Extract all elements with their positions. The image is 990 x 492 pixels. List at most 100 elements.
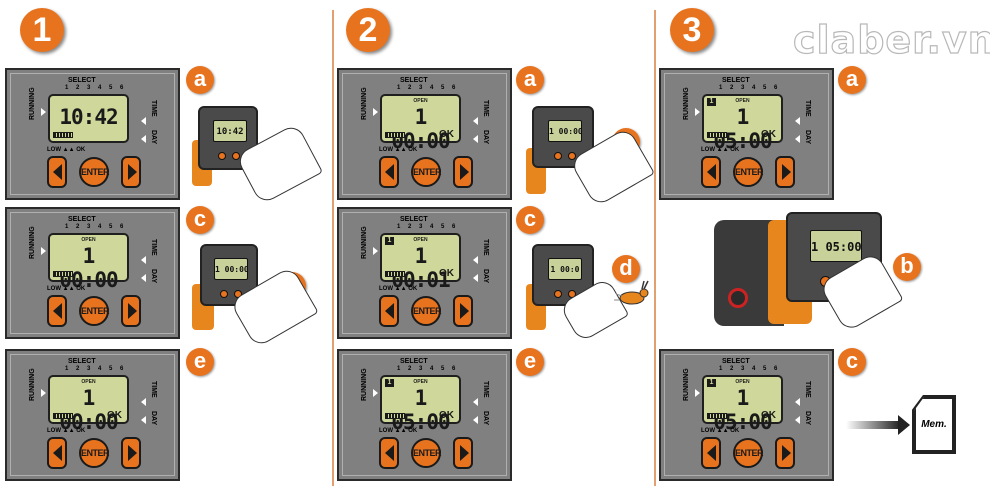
lcd-open-label: OPEN: [413, 237, 428, 243]
right-arrow-button[interactable]: [453, 437, 473, 469]
device-lcd: 1 05:00: [810, 230, 862, 262]
panel-frame: [10, 73, 175, 195]
controller-panel-3a: SELECT 1 2 3 4 5 6 1 OPEN 1 05:00 OK RUN…: [659, 68, 834, 200]
left-arrow-button[interactable]: [379, 156, 399, 188]
running-indicator-icon: [695, 389, 700, 397]
running-label: RUNNING: [29, 226, 36, 259]
enter-button[interactable]: ENTER: [733, 438, 764, 468]
left-arrow-button[interactable]: [379, 295, 399, 327]
enter-button[interactable]: ENTER: [411, 438, 442, 468]
right-arrow-button[interactable]: [121, 295, 141, 327]
label-2d: d: [612, 255, 640, 283]
running-label: RUNNING: [361, 226, 368, 259]
time-label: TIME: [150, 239, 157, 256]
day-indicator-icon: [473, 135, 478, 143]
step-number-2: 2: [346, 8, 390, 52]
label-2a: a: [516, 66, 544, 94]
day-indicator-icon: [473, 274, 478, 282]
device-photo-2d: 1 00:0: [526, 240, 650, 344]
battery-icon: [385, 413, 405, 419]
left-arrow-button[interactable]: [47, 295, 67, 327]
device-body: 1 00:0: [532, 244, 594, 306]
lcd-channel: 1: [385, 237, 394, 245]
running-indicator-icon: [41, 389, 46, 397]
time-label: TIME: [804, 100, 811, 117]
day-label: DAY: [482, 269, 489, 284]
controller-panel-3c: SELECT 1 2 3 4 5 6 1 OPEN 1 05:00 OK RUN…: [659, 349, 834, 481]
device-button: [568, 152, 576, 160]
right-arrow-button[interactable]: [775, 437, 795, 469]
time-indicator-icon: [473, 256, 478, 264]
time-indicator-icon: [141, 398, 146, 406]
arrow-icon: [846, 421, 900, 429]
right-arrow-button[interactable]: [121, 156, 141, 188]
device-lcd: 1 00:00: [548, 120, 582, 142]
enter-button[interactable]: ENTER: [411, 296, 442, 326]
controller-panel-2a: SELECT 1 2 3 4 5 6 OPEN 1 00:00 OK RUNNI…: [337, 68, 512, 200]
running-label: RUNNING: [683, 368, 690, 401]
memory-card-icon: Mem.: [914, 397, 954, 452]
running-label: RUNNING: [361, 368, 368, 401]
lcd-channel: 1: [385, 379, 394, 387]
select-label: SELECT: [68, 77, 96, 84]
low-ok-label: LOW ▲▲ OK: [47, 147, 86, 153]
channel-numbers: 1 2 3 4 5 6: [397, 85, 459, 91]
low-ok-label: LOW ▲▲ OK: [47, 286, 86, 292]
enter-button[interactable]: ENTER: [79, 157, 110, 187]
label-1c: c: [186, 206, 214, 234]
select-label: SELECT: [68, 216, 96, 223]
brand-logo: claber.vn: [792, 17, 990, 62]
label-1e: e: [186, 348, 214, 376]
panel-frame: [342, 354, 507, 476]
left-arrow-button[interactable]: [379, 437, 399, 469]
day-label: DAY: [150, 130, 157, 145]
day-label: DAY: [482, 411, 489, 426]
day-indicator-icon: [141, 274, 146, 282]
day-indicator-icon: [473, 416, 478, 424]
enter-button[interactable]: ENTER: [733, 157, 764, 187]
channel-numbers: 1 2 3 4 5 6: [397, 366, 459, 372]
low-ok-label: LOW ▲▲ OK: [379, 147, 418, 153]
device-photo-3b: 1 05:00: [712, 208, 904, 336]
right-arrow-button[interactable]: [453, 156, 473, 188]
time-label: TIME: [482, 381, 489, 398]
running-indicator-icon: [373, 247, 378, 255]
select-label: SELECT: [722, 358, 750, 365]
left-arrow-button[interactable]: [47, 156, 67, 188]
time-indicator-icon: [141, 117, 146, 125]
left-arrow-button[interactable]: [47, 437, 67, 469]
day-indicator-icon: [795, 416, 800, 424]
running-indicator-icon: [373, 108, 378, 116]
lcd-ok-label: OK: [439, 410, 454, 421]
device-button: [220, 290, 228, 298]
left-arrow-button[interactable]: [701, 156, 721, 188]
lcd-time: 10:42: [59, 105, 118, 129]
controller-panel-1e: SELECT 1 2 3 4 5 6 OPEN 1 00:00 OK RUNNI…: [5, 349, 180, 481]
battery-icon: [707, 413, 727, 419]
right-arrow-button[interactable]: [453, 295, 473, 327]
device-lcd: 10:42: [213, 120, 247, 142]
enter-button[interactable]: ENTER: [79, 438, 110, 468]
device-lcd: 1 00:00: [214, 258, 248, 280]
label-3b: b: [893, 253, 921, 281]
time-indicator-icon: [141, 256, 146, 264]
day-label: DAY: [804, 130, 811, 145]
panel-frame: [664, 73, 829, 195]
device-button: [554, 290, 562, 298]
left-arrow-button[interactable]: [701, 437, 721, 469]
label-3c: c: [838, 348, 866, 376]
channel-numbers: 1 2 3 4 5 6: [65, 224, 127, 230]
lcd-display: 1 OPEN 1 05:00 OK: [702, 94, 783, 153]
running-indicator-icon: [41, 247, 46, 255]
lcd-display: OPEN 1 00:00 OK: [380, 94, 461, 153]
enter-button[interactable]: ENTER: [411, 157, 442, 187]
right-arrow-button[interactable]: [121, 437, 141, 469]
channel-numbers: 1 2 3 4 5 6: [719, 366, 781, 372]
enter-button[interactable]: ENTER: [79, 296, 110, 326]
channel-numbers: 1 2 3 4 5 6: [397, 224, 459, 230]
right-arrow-button[interactable]: [775, 156, 795, 188]
battery-icon: [53, 413, 73, 419]
day-label: DAY: [482, 130, 489, 145]
running-label: RUNNING: [29, 368, 36, 401]
channel-numbers: 1 2 3 4 5 6: [719, 85, 781, 91]
